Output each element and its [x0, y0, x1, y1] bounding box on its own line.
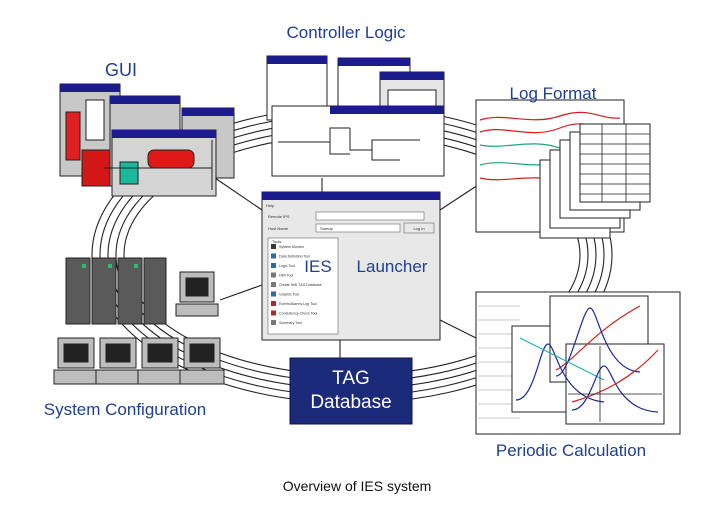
- tool-icon: [271, 282, 276, 287]
- tool-icon: [271, 263, 276, 268]
- figure-caption: Overview of IES system: [282, 478, 432, 494]
- launcher-tool-item: Logic Tool: [279, 264, 295, 268]
- launcher-menu: Help: [266, 203, 275, 208]
- launcher-tool-item: Data Definition Tool: [279, 255, 310, 259]
- tag-database-box: [289, 357, 413, 425]
- ies-launcher-window: [261, 191, 441, 341]
- tool-icon: [271, 320, 276, 325]
- gui-label: GUI: [105, 60, 137, 80]
- tool-icon: [271, 310, 276, 316]
- launcher-field2-value: Startup: [320, 226, 334, 231]
- ies-label: IES: [304, 257, 331, 276]
- periodic-calculation-windows: [475, 291, 681, 435]
- controller-logic-windows: [266, 55, 445, 177]
- system-configuration-label: System Configuration: [44, 400, 207, 419]
- launcher-tool-item: Consistency Check Tool: [279, 312, 317, 316]
- tool-icon: [271, 244, 276, 249]
- workstations: [53, 271, 225, 385]
- tool-icon: [271, 301, 276, 306]
- launcher-label: Launcher: [357, 257, 428, 276]
- launcher-tool-item: Graphic Tool: [279, 293, 299, 297]
- launcher-tool-item: Create HMI TAG Database: [279, 283, 322, 287]
- launcher-tools-header: Tools: [272, 239, 281, 244]
- tool-icon: [271, 253, 276, 259]
- tag-label: TAG: [332, 368, 370, 389]
- gui-windows: [59, 83, 235, 197]
- launcher-tool-item: HMI Tool: [279, 274, 293, 278]
- log-format-windows: [475, 99, 651, 239]
- server-rack: [65, 257, 167, 325]
- log-format-label: Log Format: [510, 84, 597, 103]
- database-label: Database: [310, 392, 391, 413]
- launcher-tool-item: Summary Tool: [279, 321, 302, 325]
- launcher-field1-label: Remote IPS: [268, 214, 290, 219]
- periodic-calculation-label: Periodic Calculation: [496, 441, 646, 460]
- launcher-field2-label: Host Name: [268, 226, 289, 231]
- launcher-tool-item: System Monitor: [279, 245, 305, 249]
- tool-icon: [271, 272, 276, 278]
- controller-logic-label: Controller Logic: [286, 23, 406, 42]
- launcher-login-button: Log In: [413, 226, 424, 231]
- connector-lines: [214, 177, 481, 358]
- tool-icon: [271, 291, 276, 297]
- launcher-tool-item: Events/Alarms Log Tool: [279, 302, 317, 306]
